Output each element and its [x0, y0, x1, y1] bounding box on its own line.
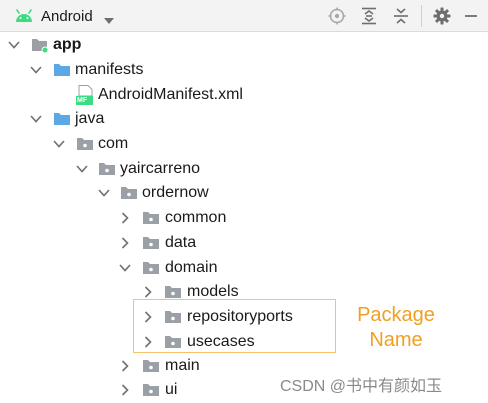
tree-label-java: java: [75, 110, 105, 127]
tree-item-com[interactable]: com: [0, 132, 488, 156]
locate-icon[interactable]: [326, 5, 348, 27]
project-tree: app manifests MF AndroidManifest.xml jav…: [0, 32, 488, 403]
tree-item-data[interactable]: data: [0, 231, 488, 255]
tree-item-yaircarreno[interactable]: yaircarreno: [0, 157, 488, 181]
tree-label-android-manifest: AndroidManifest.xml: [98, 86, 243, 103]
package-icon: [142, 260, 159, 276]
tree-label-ordernow: ordernow: [142, 184, 209, 201]
tree-item-main[interactable]: main: [0, 354, 488, 378]
tree-label-main: main: [165, 357, 200, 374]
tree-label-domain: domain: [165, 259, 218, 276]
project-view-selector[interactable]: Android: [14, 0, 115, 32]
tree-item-usecases[interactable]: usecases: [0, 330, 488, 354]
annotation-line-2: Name: [369, 329, 423, 351]
chevron-down-icon[interactable]: [53, 138, 65, 150]
watermark: CSDN @书中有颜如玉: [280, 378, 443, 395]
package-icon: [164, 309, 181, 325]
tree-label-common: common: [165, 209, 227, 226]
chevron-right-icon[interactable]: [119, 360, 131, 372]
module-folder-icon: [31, 37, 49, 54]
chevron-down-icon: [103, 12, 115, 24]
tree-label-app: app: [53, 36, 82, 53]
project-toolbar: Android: [0, 0, 488, 32]
tree-item-java[interactable]: java: [0, 107, 488, 131]
tree-label-ui: ui: [165, 381, 178, 398]
package-icon: [164, 334, 181, 350]
chevron-right-icon[interactable]: [119, 237, 131, 249]
tree-label-usecases: usecases: [187, 333, 255, 350]
toolbar-separator: [421, 5, 422, 27]
chevron-down-icon[interactable]: [98, 187, 110, 199]
package-icon: [120, 185, 137, 201]
tree-item-manifests[interactable]: manifests: [0, 58, 488, 82]
tree-item-ordernow[interactable]: ordernow: [0, 181, 488, 205]
tree-item-models[interactable]: models: [0, 280, 488, 304]
tree-label-data: data: [165, 234, 197, 251]
package-highlight-box: [133, 299, 336, 353]
package-icon: [142, 235, 159, 251]
tree-item-android-manifest[interactable]: MF AndroidManifest.xml: [0, 83, 488, 107]
minimize-icon[interactable]: [460, 5, 482, 27]
package-icon: [142, 382, 159, 398]
package-icon: [142, 358, 159, 374]
chevron-right-icon[interactable]: [142, 286, 154, 298]
annotation-line-1: Package: [357, 304, 435, 326]
package-name-annotation: Package Name: [346, 303, 446, 353]
tree-label-yaircarreno: yaircarreno: [120, 160, 201, 177]
chevron-right-icon[interactable]: [119, 384, 131, 396]
expand-all-icon[interactable]: [358, 5, 380, 27]
chevron-down-icon[interactable]: [76, 163, 88, 175]
chevron-down-icon[interactable]: [8, 39, 20, 51]
package-icon: [164, 284, 181, 300]
chevron-down-icon[interactable]: [119, 262, 131, 274]
chevron-right-icon[interactable]: [142, 336, 154, 348]
project-view-label: Android: [41, 7, 93, 25]
tree-label-models: models: [187, 283, 239, 300]
collapse-all-icon[interactable]: [390, 5, 412, 27]
folder-icon: [53, 62, 70, 78]
chevron-down-icon[interactable]: [30, 64, 42, 76]
tree-label-manifests: manifests: [75, 61, 144, 78]
manifest-file-icon: MF: [76, 85, 94, 105]
package-icon: [142, 210, 159, 226]
chevron-right-icon[interactable]: [142, 311, 154, 323]
tree-item-app[interactable]: app: [0, 33, 488, 57]
tree-item-ui[interactable]: ui: [0, 378, 488, 402]
folder-icon: [53, 111, 70, 127]
package-icon: [98, 161, 115, 177]
gear-icon[interactable]: [431, 5, 453, 27]
tree-item-common[interactable]: common: [0, 206, 488, 230]
chevron-right-icon[interactable]: [119, 212, 131, 224]
tree-label-repositoryports: repositoryports: [187, 308, 293, 325]
manifest-badge: MF: [77, 97, 88, 104]
tree-label-com: com: [98, 135, 129, 152]
android-icon: [14, 9, 34, 23]
package-icon: [76, 136, 93, 152]
chevron-down-icon[interactable]: [30, 113, 42, 125]
tree-item-domain[interactable]: domain: [0, 256, 488, 280]
tree-item-repositoryports[interactable]: repositoryports: [0, 305, 488, 329]
